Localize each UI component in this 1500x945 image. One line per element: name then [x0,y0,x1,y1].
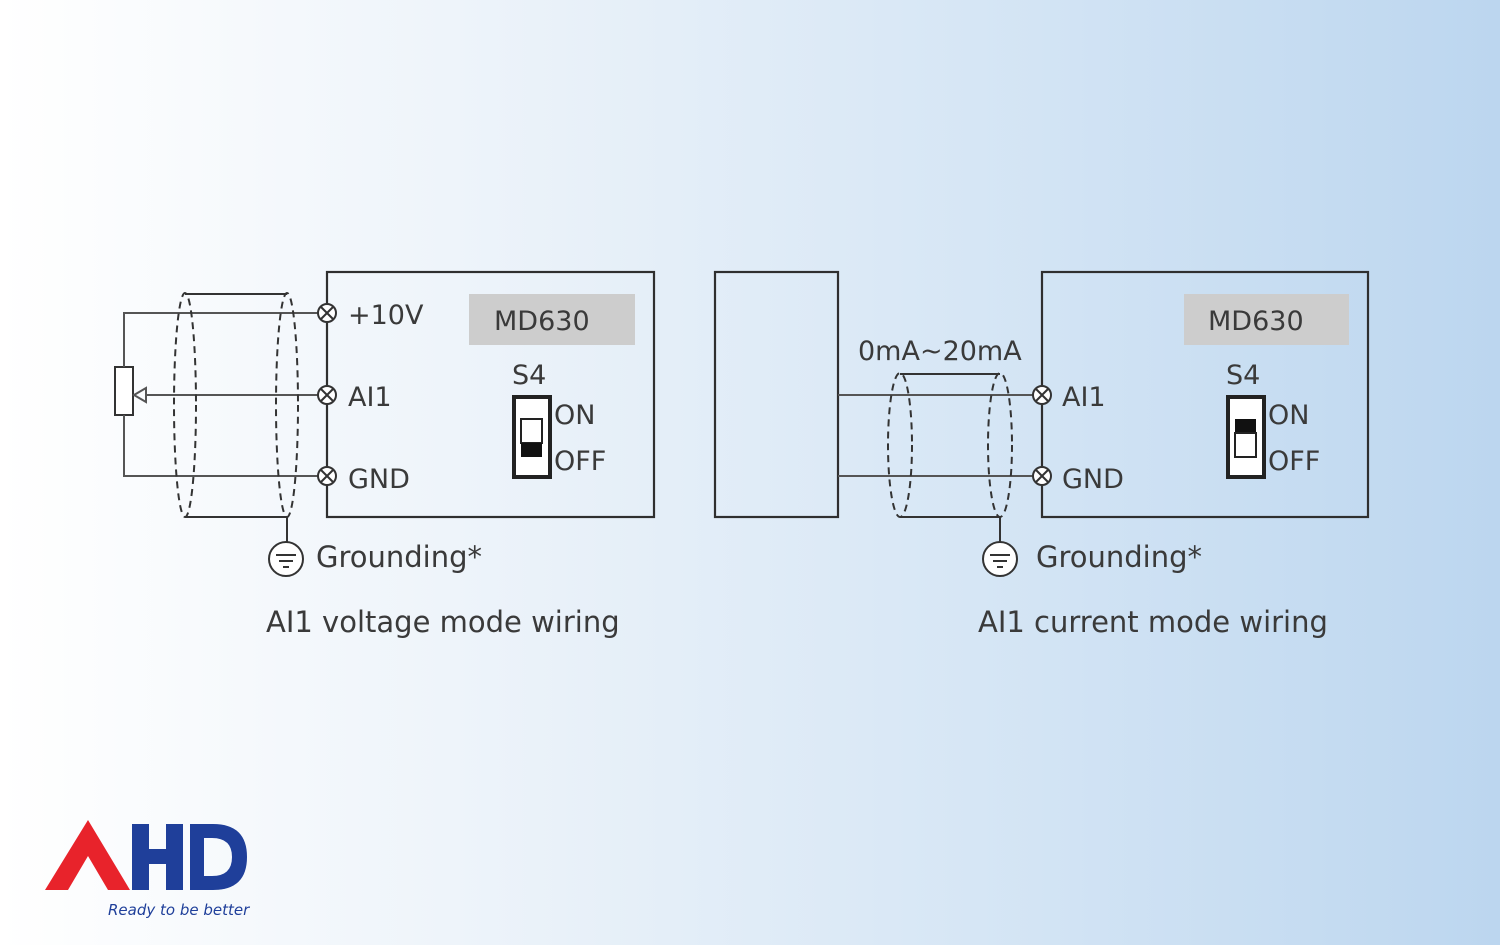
switch-label-right: S4 [1226,360,1260,391]
terminal-gnd-right [1032,466,1052,486]
switch-off-right: OFF [1268,446,1320,477]
label-gnd-left: GND [348,464,410,495]
dip-switch-right [1226,395,1266,479]
pot-wiper-arrow [132,386,147,404]
terminal-ai1-right [1032,385,1052,405]
model-tag-right [1184,294,1349,345]
switch-label-left: S4 [512,360,546,391]
signal-range-label: 0mA~20mA [858,336,1022,367]
label-ai1-left: AI1 [348,382,392,413]
wire-gnd-left [123,415,318,477]
current-mode-diagram: 0mA~20mA AI1 GND MD630 S4 [713,270,1370,639]
voltage-mode-diagram: +10V AI1 GND MD630 S4 ON OFF Grounding* … [114,270,656,639]
terminal-10v [317,303,337,323]
label-gnd-right: GND [1062,464,1124,495]
shield-right [887,372,1013,543]
terminal-gnd-left [317,466,337,486]
grounding-label-right: Grounding* [1036,540,1202,574]
grounding-label-left: Grounding* [316,540,482,574]
shield-left [173,292,299,543]
ahde-logo: Ready to be better [45,820,250,919]
logo-tagline: Ready to be better [108,901,250,919]
caption-right: AI1 current mode wiring [978,605,1328,639]
ground-icon [268,541,304,577]
terminal-ai1-left [317,385,337,405]
model-label-left: MD630 [494,306,590,337]
signal-source-box [713,270,840,519]
label-10v: +10V [348,300,424,331]
potentiometer [114,366,134,416]
wire-10v [123,312,318,367]
model-tag-left [469,294,635,345]
model-label-right: MD630 [1208,306,1304,337]
dip-switch-left [512,395,552,479]
switch-off-left: OFF [554,446,606,477]
caption-left: AI1 voltage mode wiring [266,605,620,639]
switch-on-right: ON [1268,400,1309,431]
label-ai1-right: AI1 [1062,382,1106,413]
switch-on-left: ON [554,400,595,431]
ground-icon [982,541,1018,577]
